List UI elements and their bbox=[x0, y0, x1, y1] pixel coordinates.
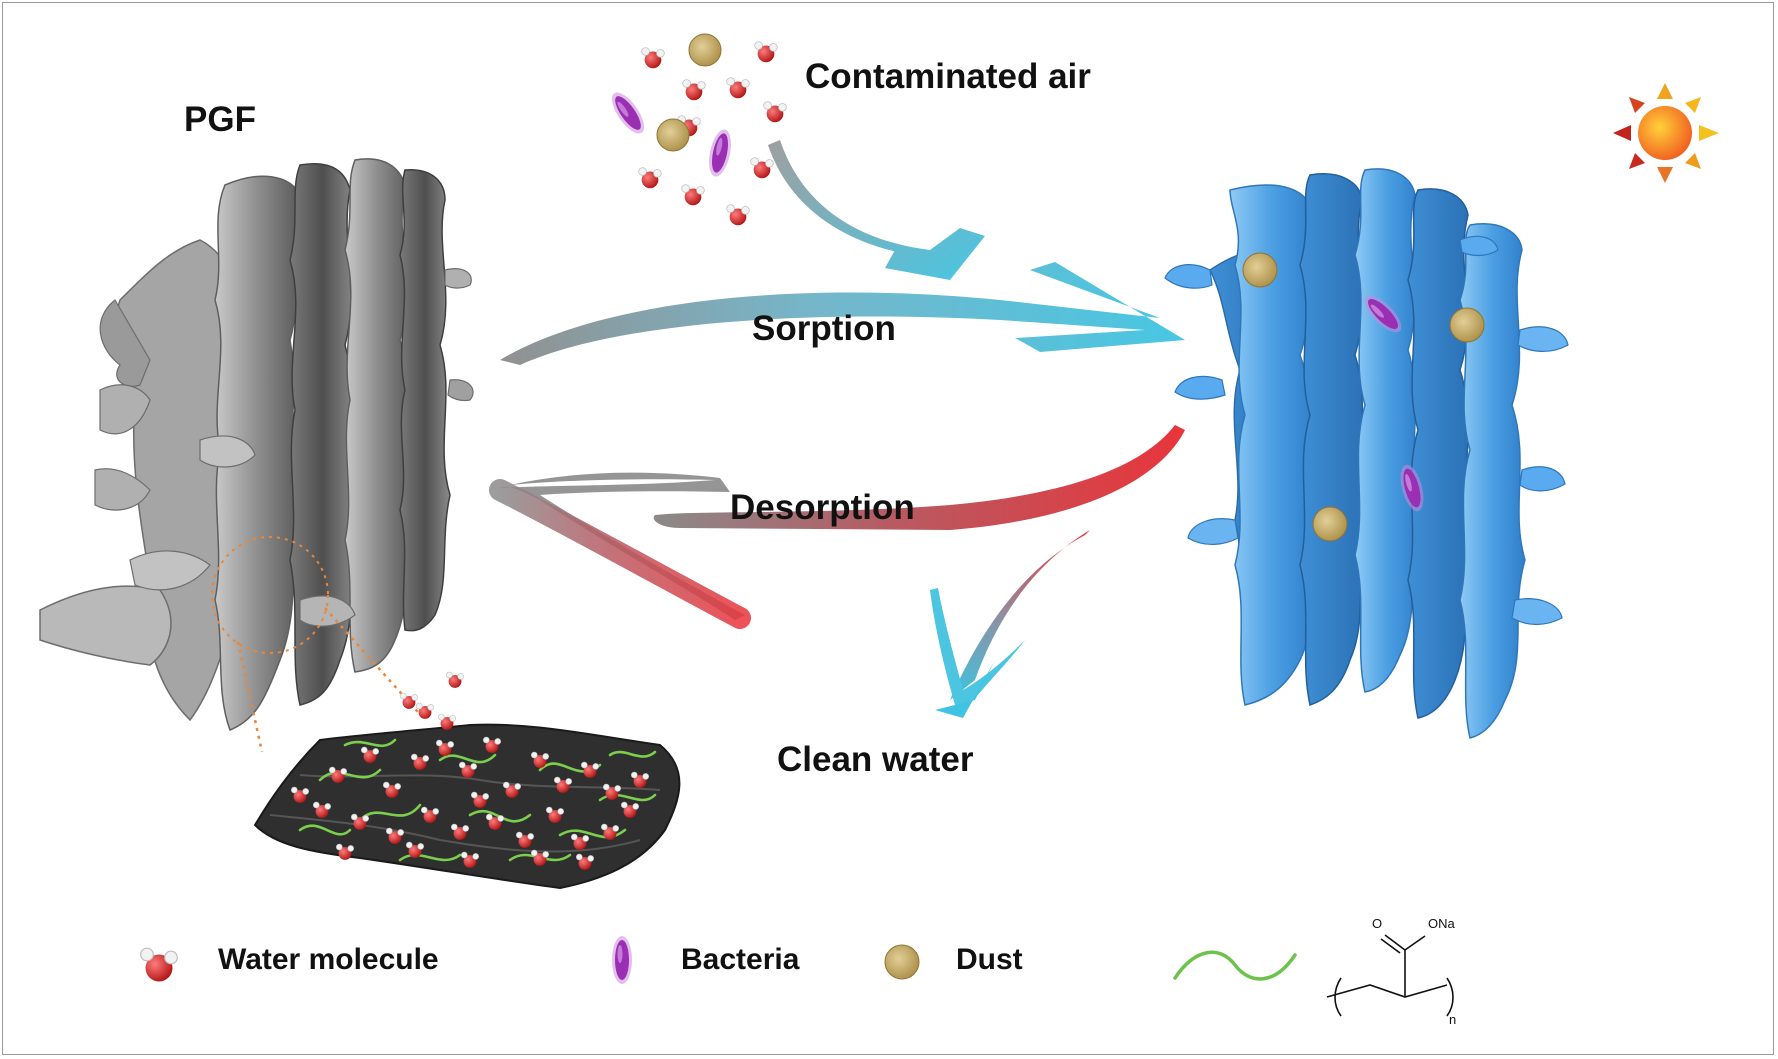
water-molecule-icon bbox=[726, 204, 750, 226]
legend-bacteria-label: Bacteria bbox=[681, 943, 800, 976]
air-inflow-arrow bbox=[768, 140, 985, 280]
graphene-sheet-closeup bbox=[253, 723, 681, 890]
sodium-polyacrylate-structure bbox=[1326, 934, 1454, 1017]
water-molecule-icon bbox=[638, 167, 662, 189]
dust-icon bbox=[688, 33, 722, 67]
water-molecule-icon bbox=[682, 79, 706, 101]
bacteria-icon bbox=[612, 936, 632, 984]
clean-water-drop-arrow bbox=[930, 530, 1090, 718]
polymer-chain-icon bbox=[1173, 950, 1297, 981]
chem-repeat-n-label: n bbox=[1449, 1012, 1457, 1027]
clean-water-label: Clean water bbox=[777, 740, 974, 779]
contaminated-air-label: Contaminated air bbox=[805, 57, 1091, 96]
water-molecule-icon bbox=[140, 947, 178, 983]
zoom-callout bbox=[211, 536, 426, 753]
desorption-label: Desorption bbox=[730, 488, 915, 527]
chem-oxygen-label: O bbox=[1372, 916, 1383, 931]
water-molecule-icon bbox=[641, 47, 665, 69]
legend-water-molecule-label: Water molecule bbox=[218, 943, 439, 976]
water-molecule-icon bbox=[399, 692, 419, 710]
legend-dust-label: Dust bbox=[956, 943, 1023, 976]
water-molecule-icon bbox=[681, 184, 705, 206]
water-molecule-icon bbox=[445, 671, 465, 689]
sorption-label: Sorption bbox=[752, 309, 896, 348]
pgf-foam-illustration bbox=[39, 158, 474, 731]
water-molecule-icon bbox=[763, 101, 787, 123]
bacteria-icon bbox=[606, 87, 650, 139]
saturated-foam-illustration bbox=[1164, 168, 1569, 739]
chem-ona-label: ONa bbox=[1428, 916, 1455, 931]
dust-icon bbox=[656, 118, 690, 152]
water-molecule-icon bbox=[415, 702, 435, 720]
bacteria-icon bbox=[705, 127, 735, 179]
water-molecule-icon bbox=[754, 41, 778, 63]
trapped-contaminants bbox=[1242, 252, 1485, 542]
sorption-arrow bbox=[500, 262, 1185, 365]
contaminated-air-particles bbox=[606, 33, 787, 226]
sun-icon bbox=[1613, 83, 1719, 183]
dust-icon bbox=[884, 944, 920, 980]
desorption-arrow bbox=[489, 425, 1185, 629]
water-molecule-icon bbox=[750, 157, 774, 179]
water-molecule-icon bbox=[726, 77, 750, 99]
pgf-label: PGF bbox=[184, 100, 256, 139]
